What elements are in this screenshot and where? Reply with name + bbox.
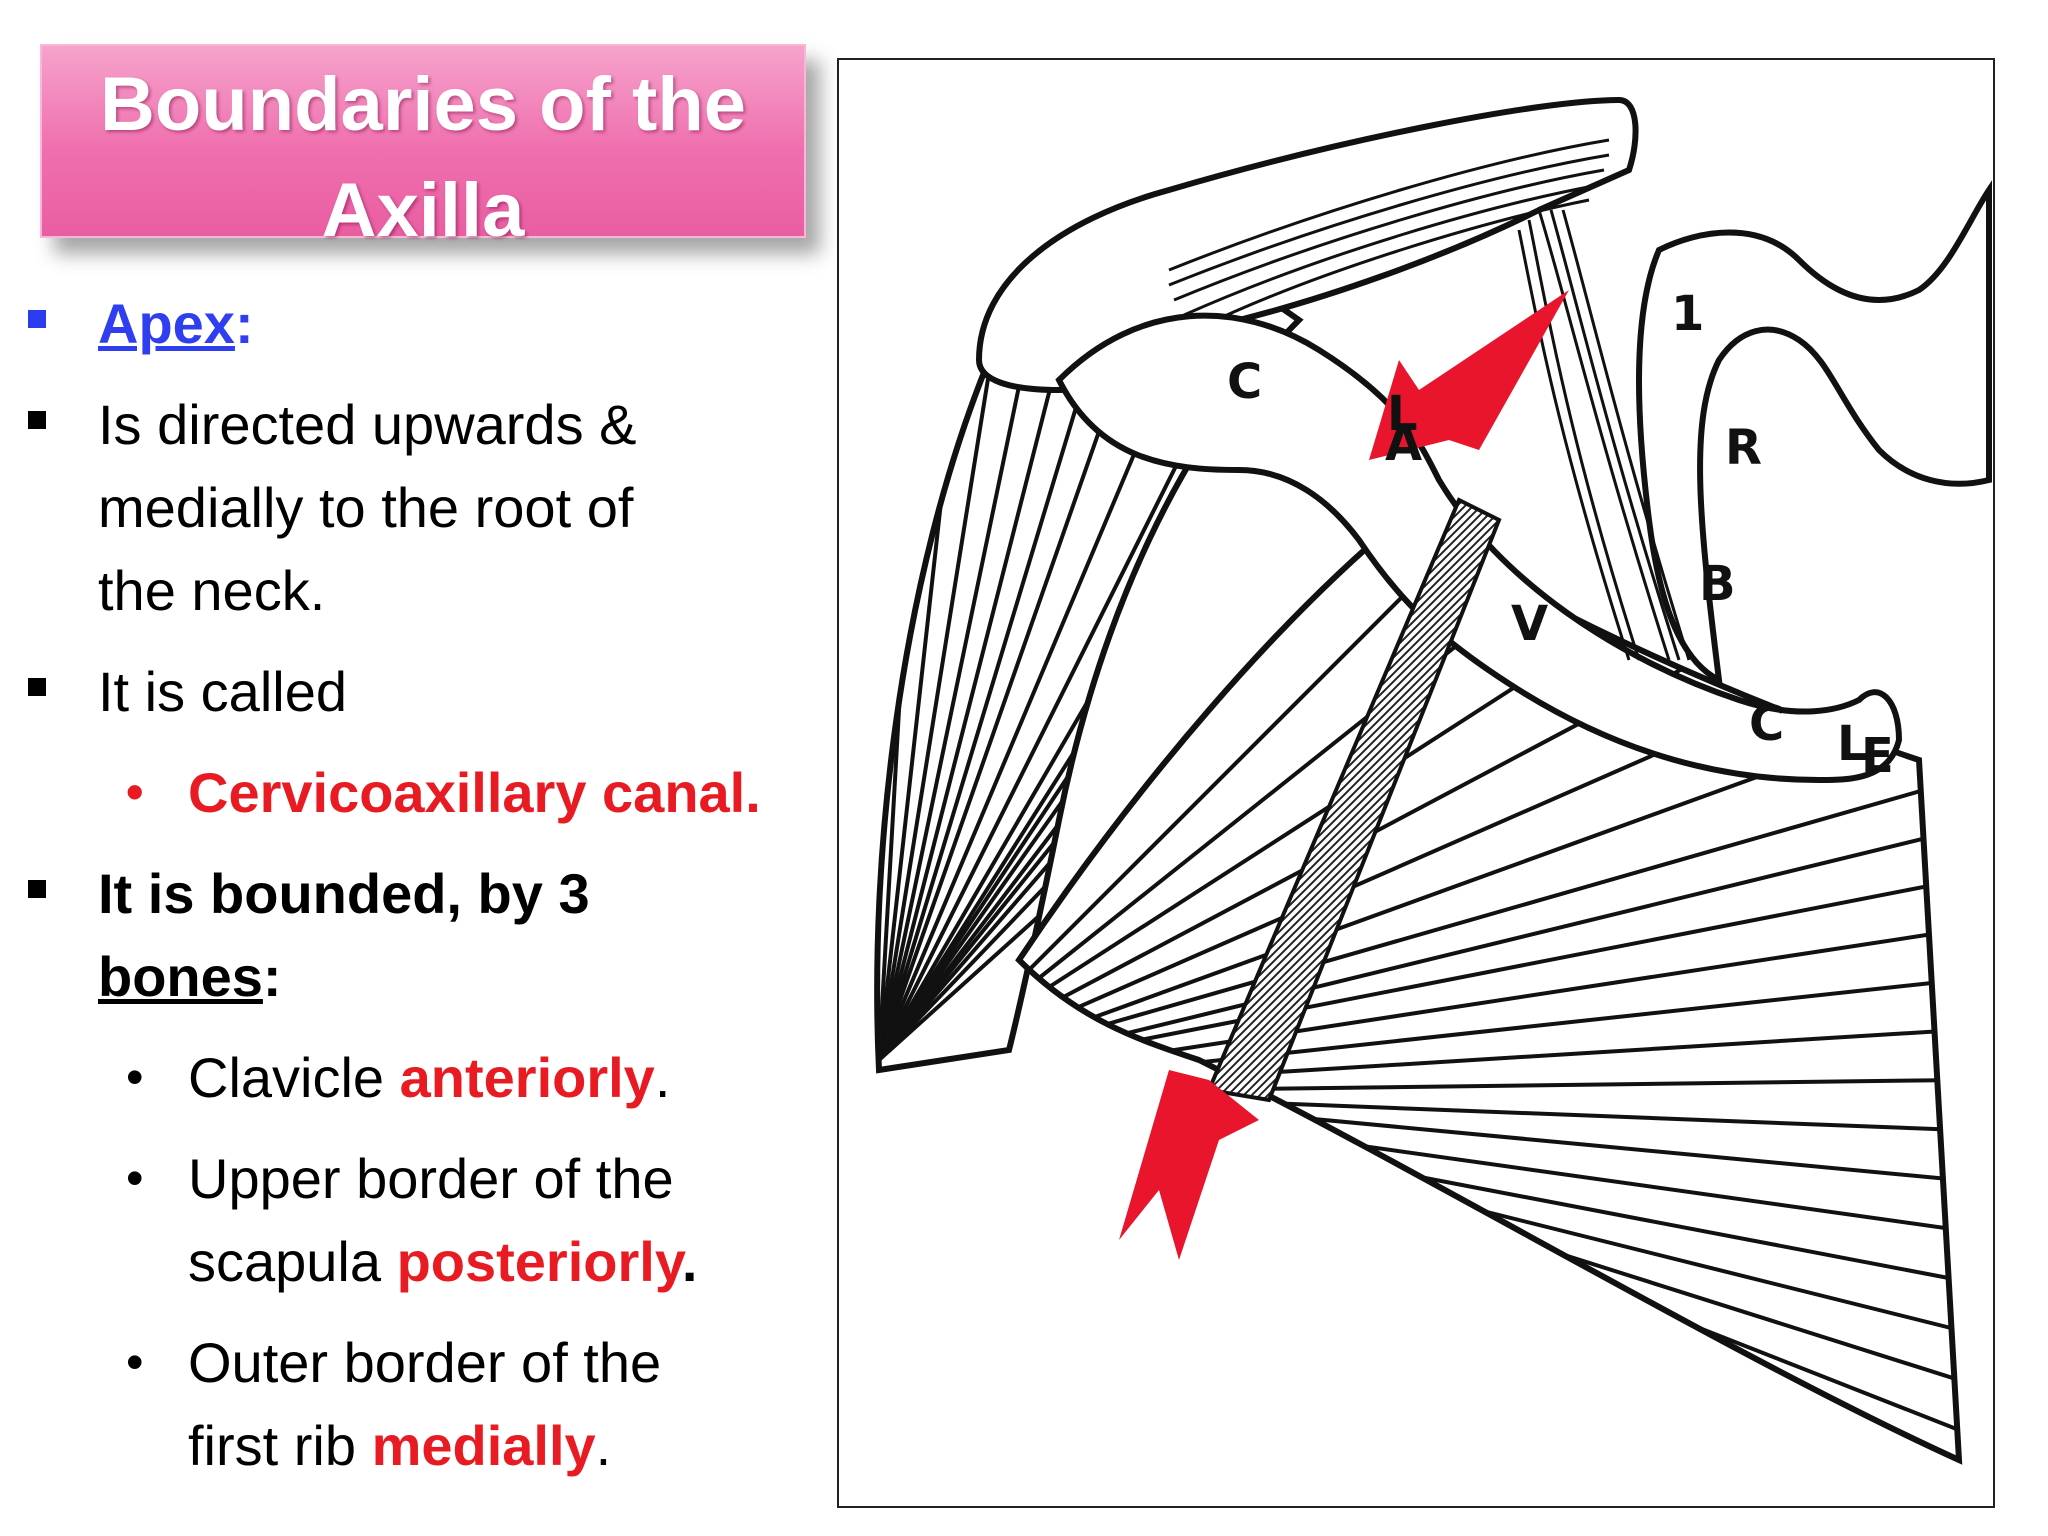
label-b: B	[1699, 556, 1736, 612]
label-a: A	[1385, 416, 1422, 472]
slide-title: Boundaries of the Axilla	[42, 52, 804, 264]
label-c-upper: C	[1227, 354, 1262, 410]
sub-text: scapula	[188, 1230, 397, 1293]
bones-colon: :	[262, 945, 282, 1008]
period: .	[595, 1414, 612, 1477]
sub-text-line: Upper border of the	[188, 1147, 674, 1210]
bullet-text-line: It is bounded, by 3	[98, 862, 590, 925]
direction-word: anteriorly	[399, 1046, 655, 1109]
direction-word: medially	[371, 1414, 596, 1477]
label-c-lower: C	[1749, 696, 1784, 752]
period: .	[681, 1230, 698, 1293]
vessel-bundle	[1517, 209, 1691, 661]
square-bullet-icon	[28, 678, 46, 696]
sub-text-line: Outer border of the	[188, 1331, 662, 1394]
square-bullet-icon	[28, 411, 46, 429]
sub-bullet-clavicle: • Clavicle anteriorly.	[22, 1036, 812, 1119]
axilla-illustration: C L A V 1 R B C L E	[874, 96, 1992, 1465]
sub-bullet-rib: • Outer border of the first rib medially…	[22, 1321, 812, 1487]
apex-colon: :	[234, 292, 254, 355]
title-banner: Boundaries of the Axilla	[40, 44, 806, 253]
square-bullet-icon	[28, 310, 46, 328]
bullet-directed: Is directed upwards & medially to the ro…	[22, 383, 812, 632]
bullet-text-line: the neck.	[98, 559, 326, 622]
label-v: V	[1511, 596, 1548, 652]
label-e: E	[1861, 728, 1894, 784]
sub-text: first rib	[188, 1414, 372, 1477]
apex-row: Apex:	[22, 282, 812, 365]
direction-word: posteriorly	[396, 1230, 682, 1293]
bullet-bounded: It is bounded, by 3 bones:	[22, 852, 812, 1018]
period: .	[654, 1046, 671, 1109]
sub-text: Clavicle	[188, 1046, 400, 1109]
round-bullet-icon: •	[126, 1150, 144, 1206]
title-line-1: Boundaries of the	[99, 62, 747, 147]
bullet-text: It is called	[98, 660, 347, 723]
title-line-2: Axilla	[321, 168, 525, 253]
red-arrow-icon	[1119, 290, 1569, 1260]
apex-link[interactable]: Apex	[98, 292, 235, 355]
square-bullet-icon	[28, 880, 46, 898]
round-bullet-icon: •	[126, 1334, 144, 1390]
label-one: 1	[1671, 286, 1704, 342]
sub-bullet-canal: • Cervicoaxillary canal.	[22, 751, 812, 834]
canal-name: Cervicoaxillary canal.	[188, 761, 761, 824]
hatched-band	[1206, 497, 1502, 1103]
bones-word: bones	[98, 945, 263, 1008]
label-l-lower: L	[1837, 716, 1868, 772]
bullet-called: It is called	[22, 650, 812, 733]
round-bullet-icon: •	[126, 764, 144, 820]
label-l-upper: L	[1387, 386, 1418, 442]
bullet-content: Apex: Is directed upwards & medially to …	[22, 282, 812, 1487]
bullet-text-line: Is directed upwards &	[98, 393, 637, 456]
round-bullet-icon: •	[126, 1049, 144, 1105]
bullet-text-line: medially to the root of	[98, 476, 634, 539]
sub-bullet-scapula: • Upper border of the scapula posteriorl…	[22, 1137, 812, 1303]
label-r: R	[1725, 420, 1762, 476]
first-rib-bone	[1636, 180, 1992, 686]
anatomy-diagram: C L A V 1 R B C L E	[837, 58, 1995, 1508]
